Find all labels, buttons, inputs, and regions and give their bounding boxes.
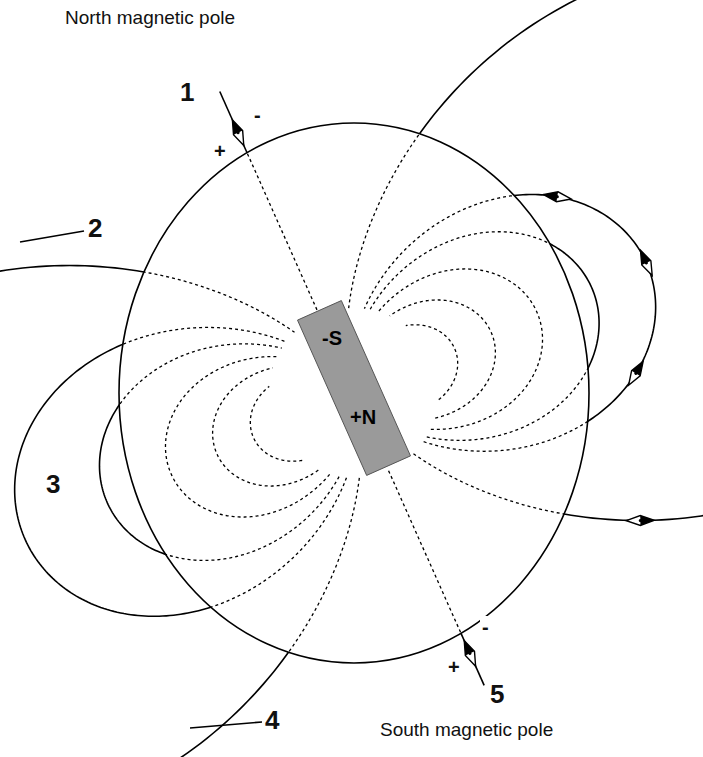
field-line-outside <box>15 327 347 616</box>
field-line-inside <box>378 269 542 429</box>
callout-number: 3 <box>44 470 62 499</box>
compass-needle <box>460 639 481 669</box>
field-line-inside <box>370 232 599 441</box>
field-line-outside <box>250 386 302 461</box>
field-line-outside <box>406 325 458 400</box>
compass-needle <box>543 190 572 204</box>
field-line-outside <box>390 300 496 418</box>
polarity-sign: + <box>212 140 228 162</box>
magnet-pole-label: -S <box>322 327 342 349</box>
field-line-outside <box>370 232 599 441</box>
field-line-outside <box>99 344 339 561</box>
field-line-inside <box>406 325 458 400</box>
magnet-shape <box>297 300 411 476</box>
field-line-inside <box>99 344 339 561</box>
field-line-outside <box>389 471 485 686</box>
field-line-inside <box>165 357 329 517</box>
polarity-sign: + <box>446 656 462 678</box>
field-line-outside <box>213 368 319 486</box>
callout-number: 2 <box>86 214 104 243</box>
field-line-inside <box>364 195 655 452</box>
polarity-sign: - <box>252 104 263 126</box>
pole-label: South magnetic pole <box>378 720 555 741</box>
field-line-inside <box>0 266 359 757</box>
field-line-inside <box>390 300 496 418</box>
field-line-inside <box>213 368 319 486</box>
field-line-inside <box>250 386 302 461</box>
field-line-outside <box>0 266 359 757</box>
callout-number: 1 <box>178 78 196 107</box>
earth-outline <box>119 123 589 663</box>
callout-number: 5 <box>488 680 506 709</box>
compass-needle <box>228 118 249 148</box>
compass-needle <box>636 248 657 278</box>
compass-needle <box>624 359 647 388</box>
leader-line <box>190 722 262 728</box>
callout-number: 4 <box>263 706 281 735</box>
leader-line <box>20 231 84 242</box>
field-line-inside <box>389 471 485 686</box>
magnet-pole-label: +N <box>350 406 376 428</box>
bar-magnet: -S +N <box>297 300 411 476</box>
compass-needle <box>626 515 654 525</box>
field-line-outside <box>165 357 329 517</box>
polarity-sign: - <box>480 616 491 638</box>
field-line-outside <box>364 195 655 452</box>
field-line-outside <box>220 92 320 316</box>
field-line-inside <box>15 327 347 616</box>
field-line-inside <box>220 92 320 316</box>
pole-label: North magnetic pole <box>63 8 237 29</box>
field-line-outside <box>378 269 542 429</box>
